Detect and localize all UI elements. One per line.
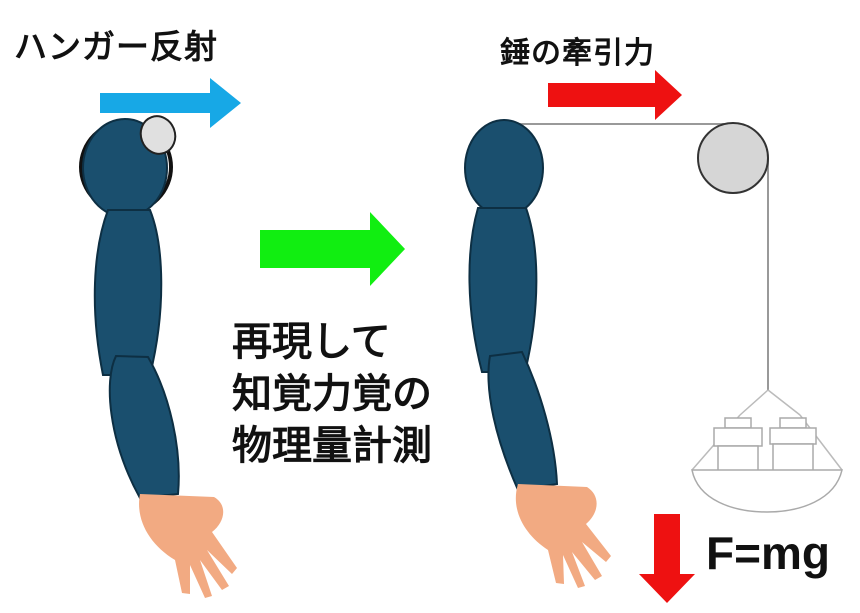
weight-traction-label: 錘の牽引力	[500, 36, 655, 71]
caption-line-3: 物理量計測	[232, 423, 432, 469]
right-forearm	[487, 350, 559, 492]
hanger-reflex-label: ハンガー反射	[14, 27, 218, 66]
right-hand-icon	[515, 484, 611, 588]
right-arm-figure	[464, 70, 843, 603]
left-hand-icon	[139, 494, 237, 598]
weight-basket-icon	[691, 389, 843, 513]
pulley-icon	[697, 122, 769, 194]
measurement-caption: 再現して 知覚力覚の 物理量計測	[232, 316, 432, 472]
force-formula: F=mg	[706, 527, 830, 579]
hanger-direction-arrow	[100, 78, 241, 128]
right-shoulder	[464, 119, 544, 217]
gravity-force-arrow	[639, 514, 695, 603]
traction-direction-arrow	[548, 70, 682, 120]
caption-line-1: 再現して	[232, 319, 391, 365]
hanger-pad-icon	[139, 115, 177, 155]
left-forearm	[108, 354, 180, 500]
left-arm-figure	[79, 78, 241, 598]
transition-arrow	[260, 212, 405, 286]
right-upper-arm	[468, 207, 538, 373]
left-upper-arm	[93, 209, 163, 376]
caption-line-2: 知覚力覚の	[232, 371, 432, 417]
